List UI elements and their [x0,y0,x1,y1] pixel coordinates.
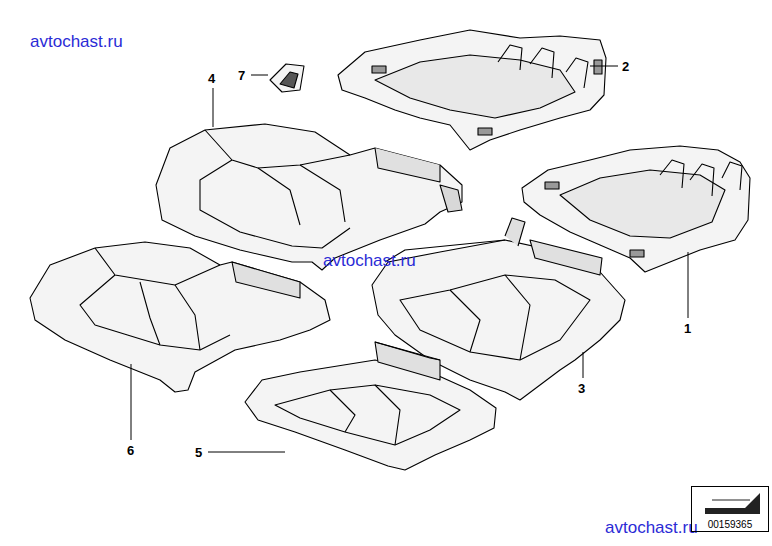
drawing-number: 00159365 [692,519,768,530]
drawing-stamp: 00159365 [691,486,769,532]
watermark: avtochast.ru [30,33,123,50]
callout-number: 1 [684,322,691,335]
watermark: avtochast.ru [605,519,698,536]
callout-number: 4 [208,72,215,85]
callout-number: 2 [622,60,629,73]
watermark: avtochast.ru [323,252,416,269]
callout-number: 5 [195,446,202,459]
callout-number: 6 [127,444,134,457]
callout-number: 7 [238,69,245,82]
callout-number: 3 [578,382,585,395]
